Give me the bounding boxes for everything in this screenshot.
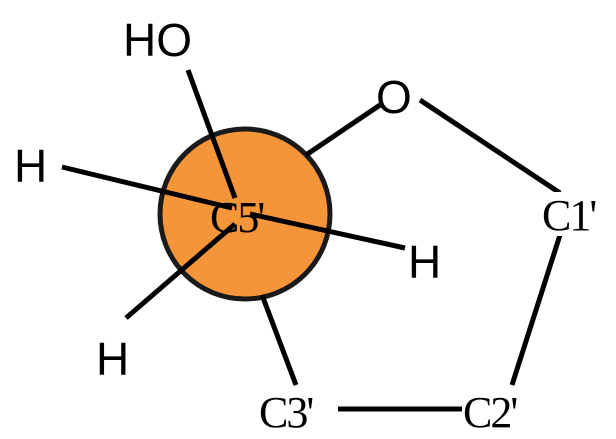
atom-label-c3: C3' [259,388,313,437]
bond-c5-h-right [249,211,406,251]
bond-c5-h-left [61,164,233,211]
bond-c5-ho [185,69,238,199]
bond-c5-h-lower [124,222,237,320]
atom-label-c5: C5' [210,193,264,242]
atom-label-h-left: H [14,140,47,192]
atom-label-c2: C2' [463,388,517,437]
atom-label-c1: C1' [542,191,596,240]
atom-label-h-right: H [408,236,441,288]
bond-c1-c2 [509,234,563,386]
bond-c3-ring [259,294,299,386]
bond-o-c1 [418,97,562,196]
atom-label-h-lower: H [96,333,129,385]
c5-highlight-circle [157,126,333,302]
bond-ring-o [304,102,382,158]
atom-label-ring-o: O [376,71,412,123]
atom-label-ho: HO [123,14,192,66]
